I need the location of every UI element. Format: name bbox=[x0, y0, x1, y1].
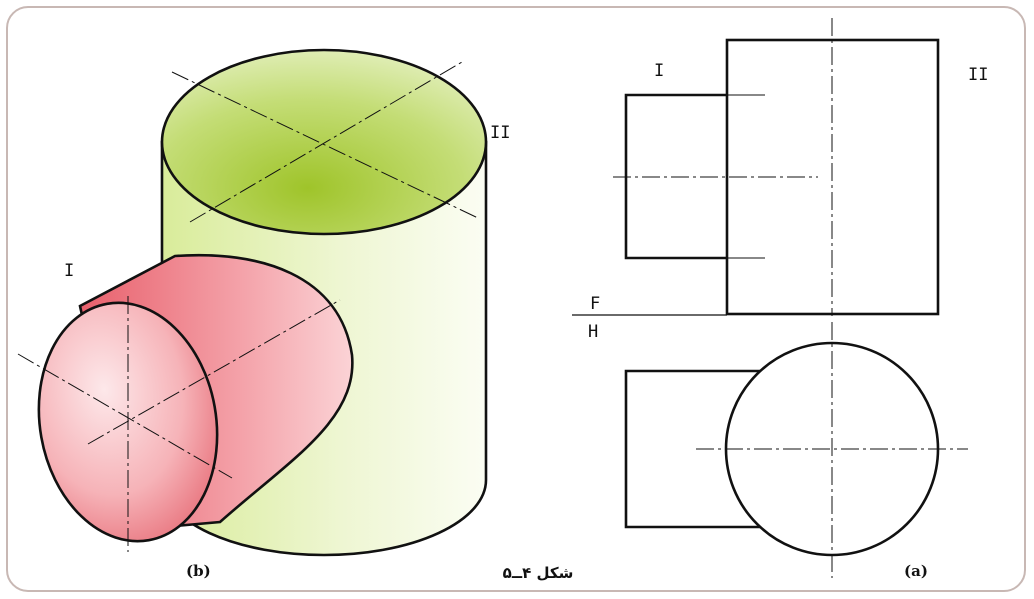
top-center-line-1 bbox=[171, 71, 479, 219]
face-center-line-2 bbox=[87, 299, 341, 445]
isometric-view: I II bbox=[17, 48, 510, 557]
face-center-line-1 bbox=[17, 353, 233, 479]
caption-b: (b) bbox=[186, 562, 211, 580]
large-cylinder-top bbox=[160, 48, 488, 236]
plane-label-H: H bbox=[588, 322, 598, 342]
caption-a: (a) bbox=[904, 562, 928, 580]
front-label-I: I bbox=[654, 61, 664, 81]
iso-label-I: I bbox=[64, 261, 74, 281]
iso-label-II: II bbox=[490, 123, 510, 143]
front-view: I II bbox=[613, 18, 988, 316]
figure-caption: شکل ۴ــ۵ bbox=[503, 564, 574, 582]
top-small-rect bbox=[624, 369, 762, 529]
top-center-line-2 bbox=[189, 61, 463, 223]
plane-label-F: F bbox=[590, 294, 600, 314]
top-view bbox=[624, 322, 968, 578]
plane-line: F H bbox=[572, 294, 727, 342]
front-label-II: II bbox=[968, 65, 988, 85]
figure-frame bbox=[6, 6, 1026, 592]
